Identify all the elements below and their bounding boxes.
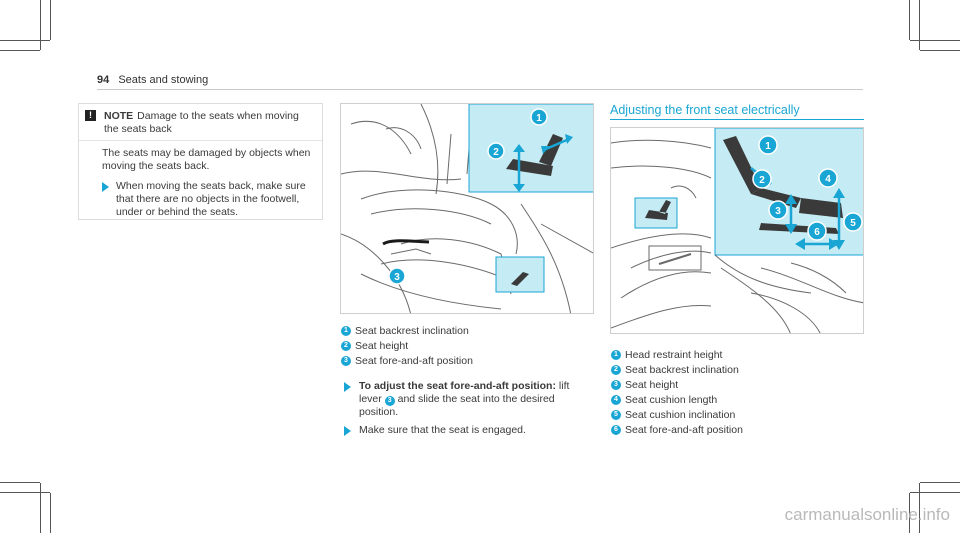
crop-mark [920, 482, 960, 483]
crop-mark [0, 482, 40, 483]
step-text: Make sure that the seat is engaged. [359, 424, 526, 436]
legend-number: 6 [611, 425, 621, 435]
electric-seat-drawing: 1 2 3 4 5 6 [611, 128, 863, 333]
crop-mark [40, 0, 41, 50]
step-arrow-icon [102, 182, 109, 192]
legend-number: 5 [611, 410, 621, 420]
step-arrow-icon [344, 382, 351, 392]
legend-label: Head restraint height [625, 349, 723, 361]
callout-label: 2 [493, 147, 499, 158]
header-divider [97, 89, 863, 90]
section-title: Adjusting the front seat electrically [610, 103, 800, 117]
step-heading: To adjust the seat fore-and-aft position… [359, 380, 556, 392]
legend-label: Seat fore-and-aft position [625, 424, 743, 436]
legend-item: 1 Head restraint height [611, 348, 861, 363]
legend-item: 4 Seat cushion length [611, 393, 861, 408]
step-text: and slide the seat into the desired posi… [359, 393, 555, 418]
note-instruction-text: When moving the seats back, make sure th… [116, 180, 306, 218]
note-text: The seats may be damaged by objects when… [102, 147, 311, 172]
legend-number: 1 [611, 350, 621, 360]
note-label: NOTE [104, 110, 134, 122]
legend-item: 3 Seat fore-and-aft position [341, 354, 591, 369]
legend-item: 3 Seat height [611, 378, 861, 393]
legend-number: 3 [341, 356, 351, 366]
crop-mark [909, 0, 910, 40]
section-name: Seats and stowing [118, 74, 209, 86]
crop-mark [909, 493, 910, 533]
exclamation-icon: ! [85, 110, 96, 121]
page-header: 94 Seats and stowing [97, 74, 208, 86]
callout-label: 5 [850, 218, 856, 229]
page-number: 94 [97, 74, 110, 86]
manual-seat-drawing: 1 2 3 [341, 104, 593, 313]
note-instruction: When moving the seats back, make sure th… [102, 180, 317, 219]
legend-item: 5 Seat cushion inclination [611, 408, 861, 423]
figure2-legend: 1 Head restraint height 2 Seat backrest in… [611, 348, 861, 438]
crop-mark [0, 40, 50, 41]
callout-group: 1 2 3 4 5 6 [752, 135, 863, 241]
legend-item: 2 Seat backrest inclination [611, 363, 861, 378]
crop-mark [910, 40, 960, 41]
note-title-text: Damage to the seats when moving the seat… [104, 110, 299, 135]
inline-callout: 3 [384, 396, 395, 406]
callout-label: 6 [814, 227, 820, 238]
instruction-step: To adjust the seat fore-and-aft position… [341, 380, 591, 419]
legend-number: 3 [611, 380, 621, 390]
crop-mark [920, 50, 960, 51]
section-title-rule [610, 119, 864, 120]
step-arrow-icon [344, 426, 351, 436]
legend-label: Seat cushion length [625, 394, 718, 406]
crop-mark [0, 50, 40, 51]
callout-label: 2 [759, 175, 765, 186]
legend-item: 2 Seat height [341, 339, 591, 354]
legend-label: Seat backrest inclination [355, 325, 469, 337]
crop-mark [50, 493, 51, 533]
crop-mark [919, 483, 920, 533]
callout-label: 1 [765, 141, 771, 152]
crop-mark [0, 492, 50, 493]
legend-item: 6 Seat fore-and-aft position [611, 423, 861, 438]
callout-label: 4 [825, 174, 831, 185]
legend-number: 1 [341, 326, 351, 336]
crop-mark [919, 0, 920, 50]
electric-seat-illustration: 1 2 3 4 5 6 [610, 127, 864, 334]
step-text: lift lever [359, 380, 570, 405]
crop-mark [910, 492, 960, 493]
watermark: carmanualsonline.info [784, 505, 950, 524]
legend-item: 1 Seat backrest inclination [341, 324, 591, 339]
legend-number: 4 [611, 395, 621, 405]
callout-label: 3 [394, 272, 400, 283]
legend-label: Seat cushion inclination [625, 409, 736, 421]
legend-label: Seat backrest inclination [625, 364, 739, 376]
callout-label: 1 [536, 113, 542, 124]
legend-number: 2 [341, 341, 351, 351]
manual-seat-illustration: 1 2 3 [340, 103, 594, 314]
crop-mark [40, 483, 41, 533]
legend-label: Seat height [355, 340, 409, 352]
callout-group: 1 2 3 [388, 108, 548, 285]
legend-label: Seat fore-and-aft position [355, 355, 473, 367]
instruction-step: Make sure that the seat is engaged. [341, 424, 591, 437]
crop-mark [50, 0, 51, 40]
callout-label: 3 [775, 206, 781, 217]
legend-label: Seat height [625, 379, 679, 391]
legend-number: 2 [611, 365, 621, 375]
